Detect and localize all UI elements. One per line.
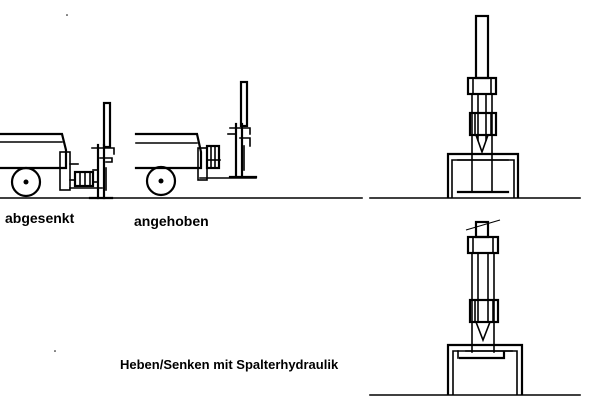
label-raised: angehoben	[134, 213, 209, 229]
wheel	[10, 166, 42, 198]
caption: Heben/Senken mit Spalterhydraulik	[120, 357, 339, 372]
label-lowered: abgesenkt	[5, 210, 75, 226]
wheel	[145, 165, 177, 197]
tractor-lowered	[0, 132, 103, 198]
front-view-raised	[369, 219, 581, 396]
splitter-raised	[227, 80, 258, 179]
front-view-lowered	[369, 14, 581, 199]
tractor-raised	[134, 132, 257, 197]
